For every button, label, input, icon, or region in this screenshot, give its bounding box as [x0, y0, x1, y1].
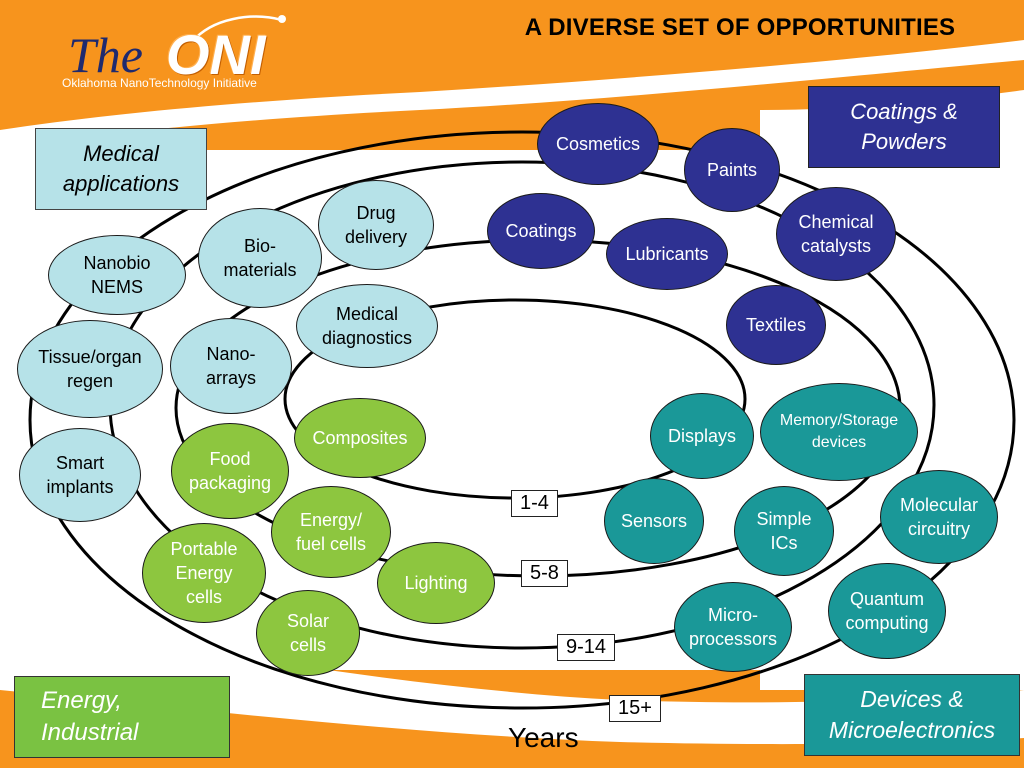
bubble-nanobio-nems: Nanobio NEMS — [48, 235, 186, 315]
oni-logo: The ONI Oklahoma NanoTechnology Initiati… — [62, 14, 302, 94]
bubble-nano-arrays: Nano- arrays — [170, 318, 292, 414]
bubble-smart-implants: Smart implants — [19, 428, 141, 522]
bubble-memory-storage: Memory/Storage devices — [760, 383, 918, 481]
logo-oni: ONI — [166, 23, 266, 86]
logo-swoosh-icon — [191, 15, 286, 43]
ring-label-15plus: 15+ — [609, 695, 661, 722]
bubble-portable-energy-cells: Portable Energy cells — [142, 523, 266, 623]
bubble-solar-cells: Solar cells — [256, 590, 360, 676]
orange-top — [0, 0, 1024, 130]
bubble-textiles: Textiles — [726, 285, 826, 365]
ring-label-1-4: 1-4 — [511, 490, 558, 517]
bubble-displays: Displays — [650, 393, 754, 479]
ring-label-5-8: 5-8 — [521, 560, 568, 587]
bubble-quantum-computing: Quantum computing — [828, 563, 946, 659]
axis-label-years: Years — [508, 722, 579, 753]
bubble-drug-delivery: Drug delivery — [318, 180, 434, 270]
bubble-tissue-organ-regen: Tissue/organ regen — [17, 320, 163, 418]
orange-bottom — [0, 690, 1024, 768]
bubble-lubricants: Lubricants — [606, 218, 728, 290]
bubble-cosmetics: Cosmetics — [537, 103, 659, 185]
bubble-micro-processors: Micro- processors — [674, 582, 792, 672]
category-box-energy: Energy, Industrial — [14, 676, 230, 758]
category-box-coatings: Coatings & Powders — [808, 86, 1000, 168]
category-box-devices: Devices & Microelectronics — [804, 674, 1020, 756]
bubble-coatings: Coatings — [487, 193, 595, 269]
ring-15plus — [28, 130, 1016, 710]
logo-the: The — [68, 27, 143, 83]
bubble-molecular-circuitry: Molecular circuitry — [880, 470, 998, 564]
bubble-lighting: Lighting — [377, 542, 495, 624]
bubble-sensors: Sensors — [604, 478, 704, 564]
bubble-composites: Composites — [294, 398, 426, 478]
logo-subtitle: Oklahoma NanoTechnology Initiative — [62, 76, 257, 90]
bubble-energy-fuel-cells: Energy/ fuel cells — [271, 486, 391, 578]
bubble-simple-ics: Simple ICs — [734, 486, 834, 576]
category-box-medical: Medical applications — [35, 128, 207, 210]
bubble-paints: Paints — [684, 128, 780, 212]
bubble-chemical-catalysts: Chemical catalysts — [776, 187, 896, 281]
slide-title: A DIVERSE SET OF OPPORTUNITIES — [524, 14, 956, 41]
ring-label-9-14: 9-14 — [557, 634, 616, 661]
bubble-medical-diagnostics: Medical diagnostics — [296, 284, 438, 368]
bubble-bio-materials: Bio- materials — [198, 208, 322, 308]
bubble-food-packaging: Food packaging — [171, 423, 289, 519]
